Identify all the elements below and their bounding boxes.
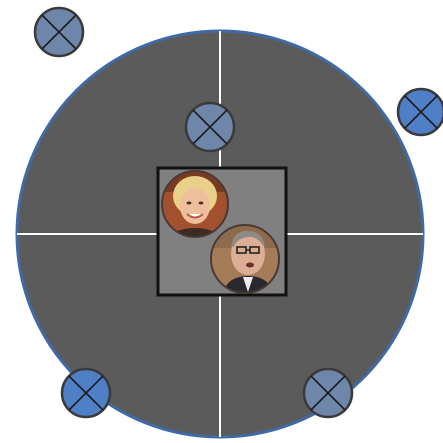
marker-x-stroke (404, 95, 438, 129)
marker-right[interactable] (396, 87, 443, 137)
marker-x-stroke (41, 14, 77, 50)
marker-x-stroke (192, 109, 228, 145)
marker-x-stroke (68, 375, 104, 411)
marker-bottom-left[interactable] (60, 367, 112, 419)
markers-layer (33, 6, 443, 419)
person-avatar-icon (210, 224, 280, 294)
marker-top-left[interactable] (33, 6, 85, 58)
person-avatar-icon (161, 170, 229, 238)
avatar-man[interactable] (210, 224, 282, 296)
marker-inner-top[interactable] (184, 101, 236, 153)
marker-bottom-right[interactable] (302, 367, 354, 419)
avatar-woman[interactable] (160, 170, 230, 252)
marker-x-stroke (310, 375, 346, 411)
